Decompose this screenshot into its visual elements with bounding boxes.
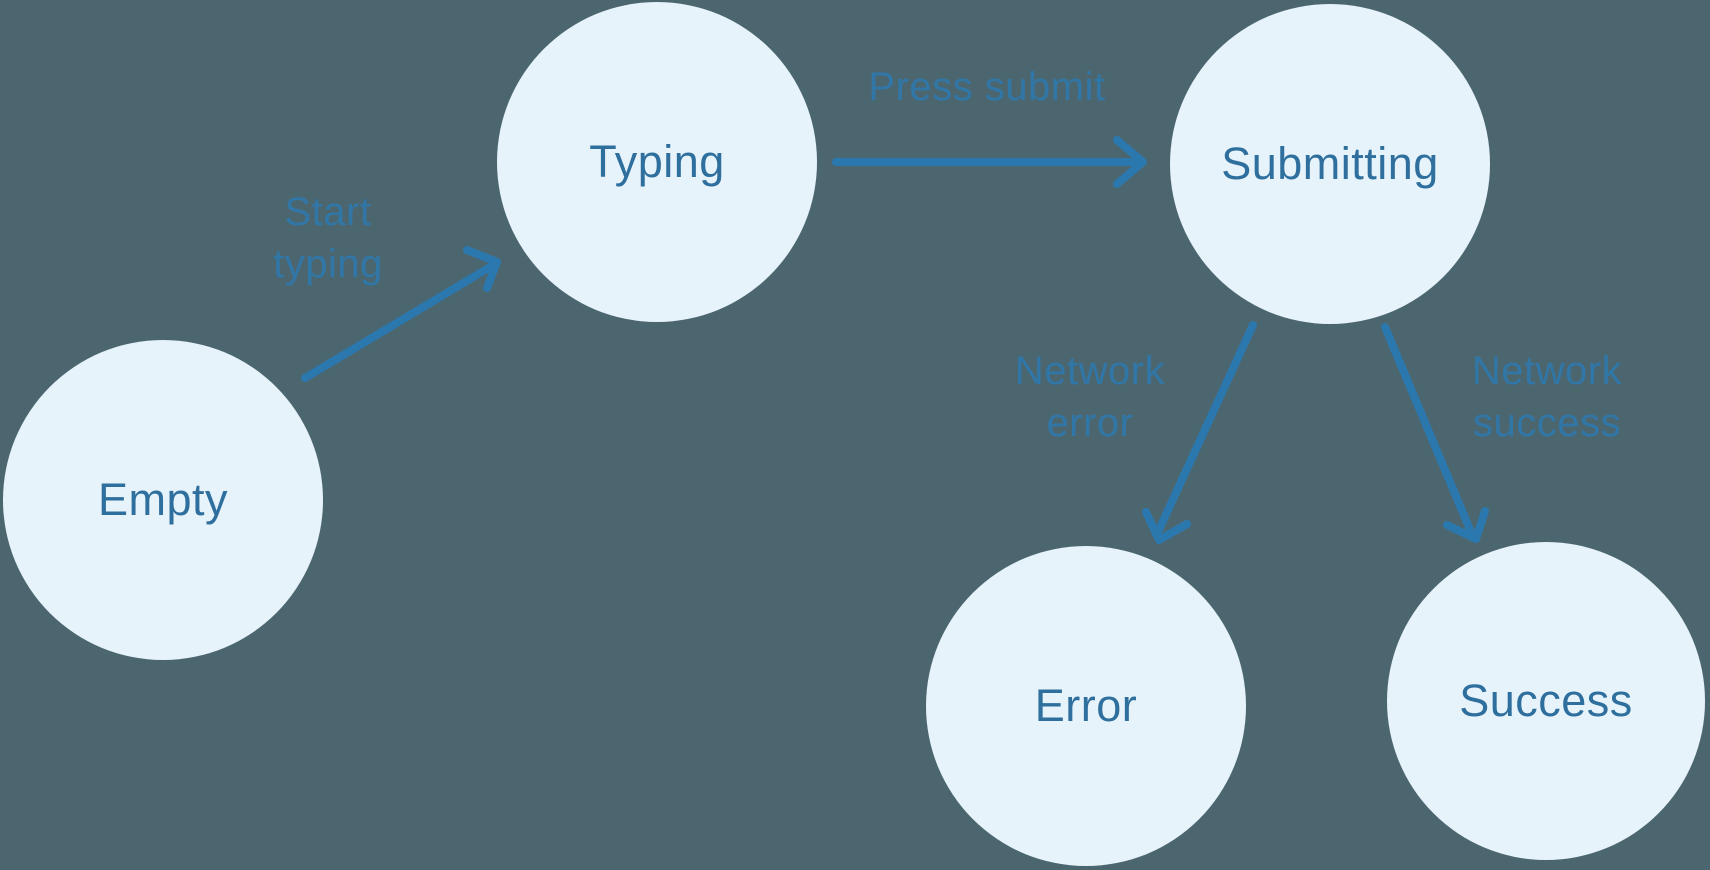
edge-arrow-typing-submitting	[832, 136, 1147, 188]
edge-label-press-submit: Press submit	[868, 65, 1106, 109]
state-node-label: Empty	[97, 474, 229, 525]
state-node-submitting: Submitting	[1170, 4, 1490, 324]
arrow-head	[1142, 508, 1191, 544]
edge-label-start-typing: Start typing	[273, 190, 383, 286]
state-node-empty: Empty	[3, 340, 323, 660]
state-node-label: Typing	[589, 136, 725, 187]
state-node-error: Error	[926, 546, 1246, 866]
state-node-label: Error	[1034, 680, 1138, 731]
arrow-head	[463, 246, 501, 292]
arrow-head	[1113, 136, 1147, 188]
arrow-head	[1443, 507, 1489, 543]
edge-label-network-success: Network success	[1471, 349, 1623, 445]
state-node-typing: Typing	[497, 2, 817, 322]
state-node-label: Success	[1459, 675, 1633, 726]
edge-label-network-error: Network error	[1014, 349, 1166, 445]
state-node-success: Success	[1387, 542, 1705, 860]
state-node-label: Submitting	[1221, 138, 1439, 189]
